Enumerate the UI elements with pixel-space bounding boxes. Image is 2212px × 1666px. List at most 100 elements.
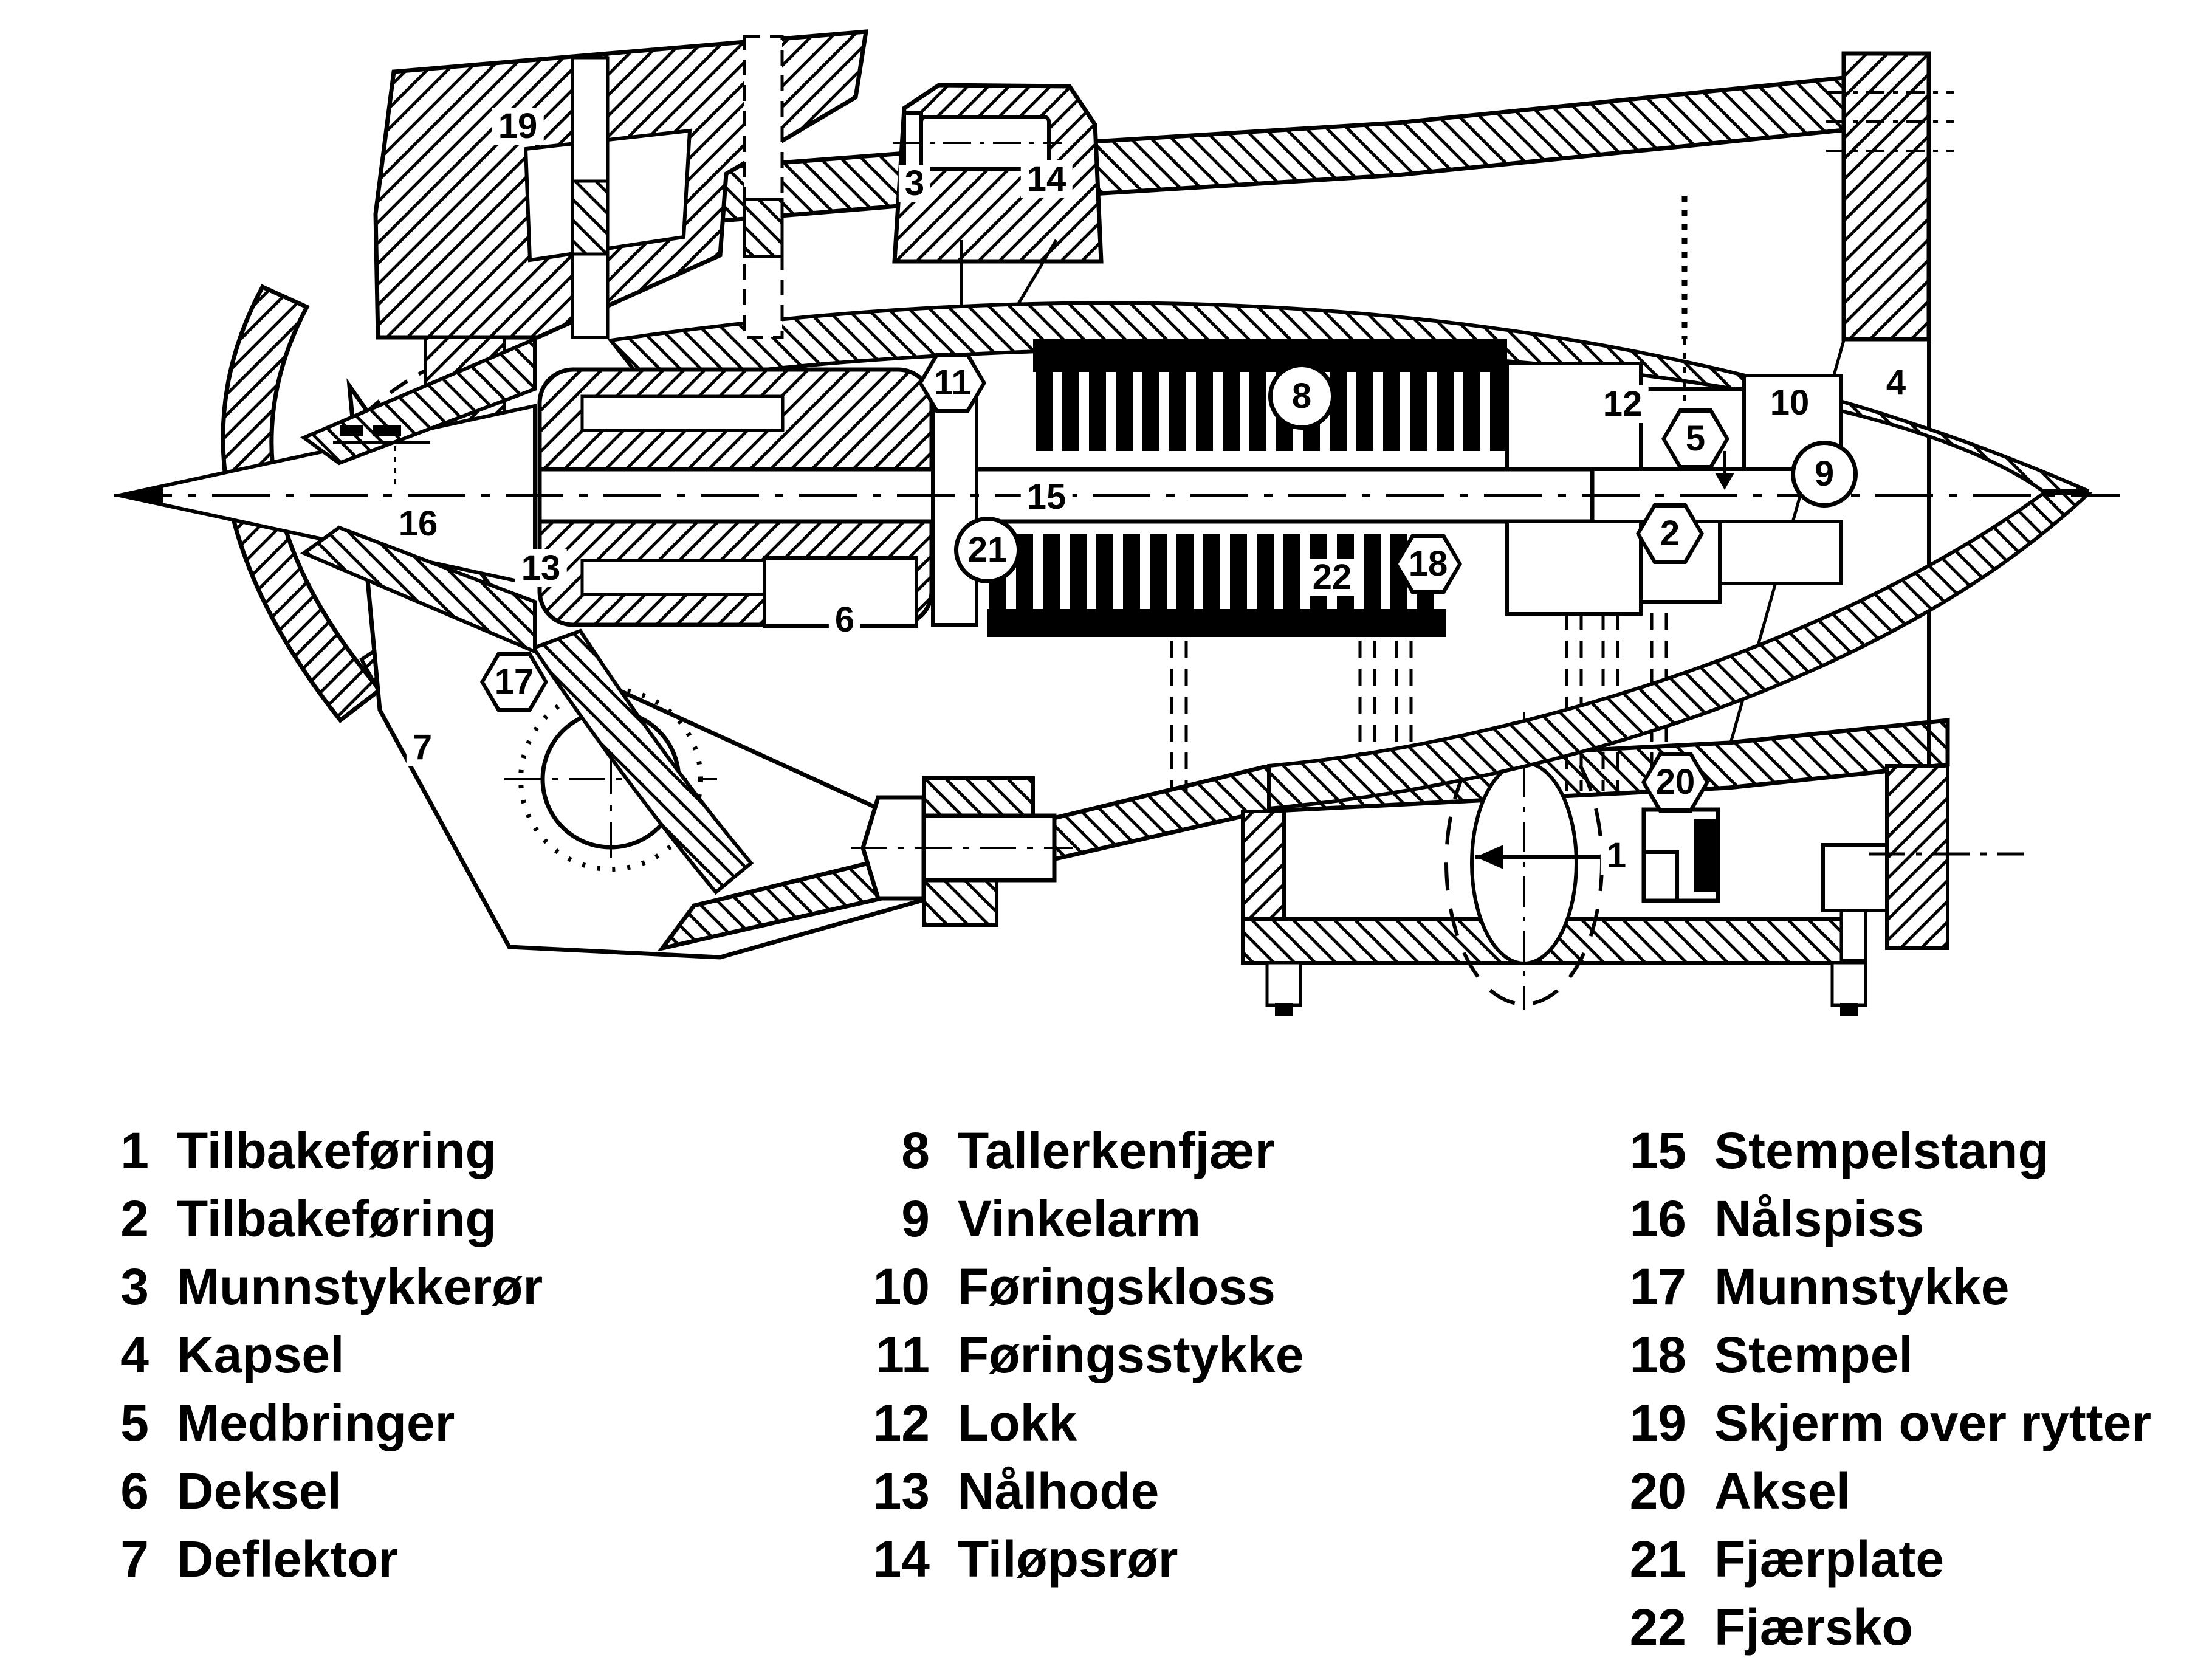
part-label: Føringskloss <box>958 1258 1276 1315</box>
part-label: Nålhode <box>958 1462 1159 1520</box>
disc-spring-stack-upper <box>1033 339 1507 451</box>
callout-8-number: 8 <box>1291 376 1312 416</box>
part-number: 19 <box>1629 1394 1686 1451</box>
legend-column-3: 15 Stempelstang 16 Nålspiss 17 Munnstykk… <box>1610 1121 2151 1666</box>
legend-column-1: 1 Tilbakeføring 2 Tilbakeføring 3 Munnst… <box>73 1121 543 1598</box>
legend-item-16: 16 Nålspiss <box>1610 1189 2151 1258</box>
part-number: 17 <box>1629 1258 1686 1315</box>
callout-13: 13 <box>515 549 567 587</box>
callout-2: 2 <box>1636 503 1704 564</box>
legend-item-11: 11 Føringsstykke <box>854 1326 1304 1394</box>
part-number: 9 <box>901 1190 930 1247</box>
legend-item-4: 4 Kapsel <box>73 1326 543 1394</box>
part-number: 1 <box>120 1122 149 1179</box>
callout-21-number: 21 <box>967 530 1008 570</box>
part-number: 12 <box>873 1394 930 1451</box>
callout-1: 1 <box>1600 837 1633 875</box>
casing-lower-curve <box>531 628 754 895</box>
part-number: 10 <box>873 1258 930 1315</box>
callout-17-number: 17 <box>494 662 534 701</box>
callout-5-number: 5 <box>1685 419 1706 458</box>
part-number: 18 <box>1629 1326 1686 1383</box>
legend-item-9: 9 Vinkelarm <box>854 1189 1304 1258</box>
callout-9: 9 <box>1791 441 1858 508</box>
part-label: Nålspiss <box>1714 1190 1925 1247</box>
part-number: 7 <box>120 1530 149 1588</box>
legend-item-21: 21 Fjærplate <box>1610 1530 2151 1598</box>
part-number: 2 <box>120 1190 149 1247</box>
legend-item-17: 17 Munnstykke <box>1610 1258 2151 1326</box>
legend-item-14: 14 Tiløpsrør <box>854 1530 1304 1598</box>
legend-item-12: 12 Lokk <box>854 1394 1304 1462</box>
legend-item-7: 7 Deflektor <box>73 1530 543 1598</box>
callout-9-number: 9 <box>1814 454 1835 494</box>
part-label: Tallerkenfjær <box>958 1122 1275 1179</box>
part-number: 8 <box>901 1122 930 1179</box>
part-number: 5 <box>120 1394 149 1451</box>
part-label: Føringsstykke <box>958 1326 1304 1383</box>
callout-19: 19 <box>492 108 544 145</box>
legend-item-13: 13 Nålhode <box>854 1462 1304 1530</box>
part-label: Stempel <box>1714 1326 1913 1383</box>
callout-20: 20 <box>1641 752 1709 813</box>
part-number: 13 <box>873 1462 930 1520</box>
part-label: Vinkelarm <box>958 1190 1201 1247</box>
cross-section-drawing <box>114 29 2120 1016</box>
callout-14: 14 <box>1020 160 1073 198</box>
legend-item-20: 20 Aksel <box>1610 1462 2151 1530</box>
part-label: Fjærsko <box>1714 1599 1913 1656</box>
part-number: 4 <box>120 1326 149 1383</box>
callout-18: 18 <box>1394 534 1462 594</box>
part-number: 21 <box>1629 1530 1686 1588</box>
legend-item-22: 22 Fjærsko <box>1610 1598 2151 1666</box>
part-number: 11 <box>876 1326 930 1383</box>
callout-22: 22 <box>1306 559 1358 596</box>
callout-8: 8 <box>1268 363 1335 430</box>
part-label: Deksel <box>177 1462 342 1520</box>
part-label: Medbringer <box>177 1394 455 1451</box>
part-label: Lokk <box>958 1394 1077 1451</box>
callout-16: 16 <box>392 505 444 543</box>
callout-7: 7 <box>406 729 439 766</box>
shaft-elbow <box>1641 807 1720 903</box>
legend-item-3: 3 Munnstykkerør <box>73 1258 543 1326</box>
legend-item-2: 2 Tilbakeføring <box>73 1189 543 1258</box>
part-label: Kapsel <box>177 1326 345 1383</box>
callout-11: 11 <box>918 353 986 413</box>
legend-item-15: 15 Stempelstang <box>1610 1121 2151 1189</box>
callout-2-number: 2 <box>1660 514 1680 553</box>
legend-item-18: 18 Stempel <box>1610 1326 2151 1394</box>
part-label: Skjerm over rytter <box>1714 1394 2152 1451</box>
legend-item-5: 5 Medbringer <box>73 1394 543 1462</box>
callout-21: 21 <box>954 517 1021 583</box>
part-number: 14 <box>873 1530 930 1588</box>
callout-3: 3 <box>898 165 931 202</box>
part-number: 6 <box>120 1462 149 1520</box>
part-label: Tilbakeføring <box>177 1190 496 1247</box>
legend-item-1: 1 Tilbakeføring <box>73 1121 543 1189</box>
callout-4: 4 <box>1880 364 1912 402</box>
disc-spring-stack-lower <box>987 534 1446 637</box>
callout-17: 17 <box>480 652 548 712</box>
legend-item-19: 19 Skjerm over rytter <box>1610 1394 2151 1462</box>
part-number: 20 <box>1629 1462 1686 1520</box>
callout-15: 15 <box>1020 478 1073 516</box>
reference-marks <box>333 425 430 487</box>
part-label: Aksel <box>1714 1462 1851 1520</box>
part-label: Tilbakeføring <box>177 1122 496 1179</box>
carrier-arrowhead <box>1715 473 1734 490</box>
part-label: Munnstykkerør <box>177 1258 543 1315</box>
part-label: Stempelstang <box>1714 1122 2049 1179</box>
legend-item-8: 8 Tallerkenfjær <box>854 1121 1304 1189</box>
callout-12: 12 <box>1596 385 1649 423</box>
callout-6: 6 <box>828 601 861 639</box>
cover-plate <box>763 556 918 628</box>
part-number: 16 <box>1629 1190 1686 1247</box>
callout-20-number: 20 <box>1655 762 1695 802</box>
legend-item-6: 6 Deksel <box>73 1462 543 1530</box>
callout-11-number: 11 <box>933 363 971 402</box>
clamp-bolt <box>851 776 1073 927</box>
part-label: Deflektor <box>177 1530 399 1588</box>
callout-5: 5 <box>1661 408 1729 469</box>
